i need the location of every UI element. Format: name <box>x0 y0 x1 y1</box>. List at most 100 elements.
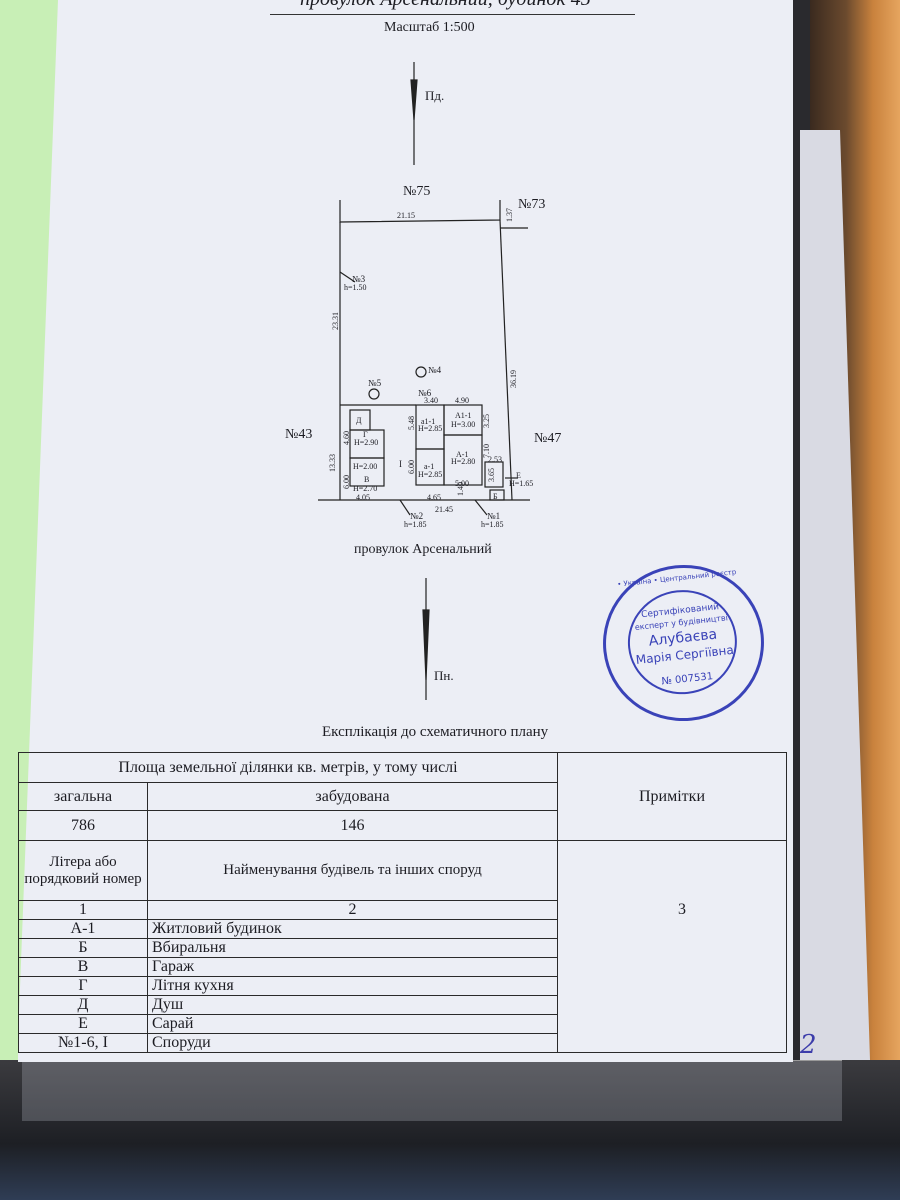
col-letter-header: Літера або порядковий номер <box>18 840 148 901</box>
dim-253: 2.53 <box>488 455 502 464</box>
south-arrow-head <box>422 609 430 681</box>
leader-n1 <box>474 499 488 516</box>
dim-140: 1.40 <box>456 482 465 496</box>
building-e-height: Н=1.65 <box>509 479 533 488</box>
building-a11-height: Н=3.00 <box>451 420 475 429</box>
explication-title: Експлікація до схематичного плану <box>322 724 549 740</box>
building-a1b-height: Н=2.85 <box>418 470 442 479</box>
dim-top: 21.15 <box>397 211 415 220</box>
neighbor-left: №43 <box>285 427 312 442</box>
index-2: 2 <box>147 900 558 920</box>
document-title: провулок Арсенальний, будинок 45 <box>300 0 591 11</box>
table-row: Д Душ <box>18 995 787 1015</box>
south-label: Пн. <box>434 668 454 683</box>
area-header: Площа земельної ділянки кв. метрів, у то… <box>18 752 558 783</box>
col-total-header: загальна <box>18 782 148 811</box>
north-label: Пд. <box>425 88 444 103</box>
mark-n4: №4 <box>428 365 442 375</box>
explication-table: Площа земельної ділянки кв. метрів, у то… <box>18 752 787 1053</box>
plot-right-edge <box>499 219 513 501</box>
dim-left-lower: 13.33 <box>328 454 337 472</box>
mark-roman-i: I <box>399 459 402 469</box>
mark-n3: №3 <box>352 274 366 284</box>
building-a1-height: Н=2.80 <box>451 457 475 466</box>
dim-top-right: 1.37 <box>505 208 514 222</box>
dim-325: 3.25 <box>482 414 491 428</box>
row-letter: №1-6, І <box>18 1033 148 1053</box>
dim-460: 4.60 <box>342 431 351 445</box>
row-letter: Е <box>18 1014 148 1034</box>
mark-n1-height: h=1.85 <box>481 520 504 529</box>
row-letter: Г <box>18 976 148 996</box>
row-name: Сарай <box>147 1014 558 1034</box>
mark-n6: №6 <box>418 388 432 398</box>
dim-600a: 6.00 <box>407 460 416 474</box>
building-e <box>484 461 504 488</box>
dim-465: 4.65 <box>427 493 441 502</box>
notes-header: Примітки <box>557 752 787 841</box>
dim-bottom: 21.45 <box>435 505 453 514</box>
mark-n3-height: h=1.50 <box>344 283 367 292</box>
building-b <box>489 489 505 501</box>
building-a1a-height: Н=2.85 <box>418 424 442 433</box>
building-v-height-a: Н=2.00 <box>353 462 377 471</box>
building-a-1-small <box>415 448 445 486</box>
notes-cell <box>557 840 787 1053</box>
handwritten-page-number: 2 <box>800 1030 817 1060</box>
leader-n3 <box>339 271 356 283</box>
building-d-label: Д <box>356 416 362 425</box>
index-1: 1 <box>18 900 148 920</box>
mark-n1: №1 <box>487 511 500 521</box>
dim-548: 5.48 <box>407 416 416 430</box>
row-letter: Б <box>18 938 148 958</box>
mark-n2-height: h=1.85 <box>404 520 427 529</box>
col-name-header: Найменування будівель та інших споруд <box>147 840 558 901</box>
dim-left: 23.31 <box>331 312 340 330</box>
dim-490: 4.90 <box>455 396 469 405</box>
plot-top-edge <box>339 200 501 223</box>
building-e-label: Е <box>516 471 521 480</box>
row-name: Літня кухня <box>147 976 558 996</box>
building-a11-label: А1-1 <box>455 411 471 420</box>
building-v <box>349 457 385 487</box>
building-g-height: Н=2.90 <box>354 438 378 447</box>
mark-n4-circle <box>415 366 427 378</box>
building-a1-label: А-1 <box>456 450 468 459</box>
row-letter: В <box>18 957 148 977</box>
table-row: №1-6, І Споруди <box>18 1033 787 1053</box>
building-v-label: В <box>364 475 369 484</box>
row-name: Вбиральня <box>147 938 558 958</box>
row-letter: Д <box>18 995 148 1015</box>
neighbor-top-right: №73 <box>518 197 545 212</box>
building-a1b-label: а-1 <box>424 462 434 471</box>
neighbor-right: №47 <box>534 431 561 446</box>
built-area-value: 146 <box>147 810 558 841</box>
mark-n2: №2 <box>410 511 423 521</box>
dim-340: 3.40 <box>424 396 438 405</box>
neighbor-top: №75 <box>403 184 430 199</box>
dim-365: 3.65 <box>487 468 496 482</box>
row-name: Житловий будинок <box>147 919 558 939</box>
dim-right: 36.19 <box>509 370 518 388</box>
building-a1a-label: а1-1 <box>421 417 435 426</box>
building-g-label: Г <box>363 430 368 439</box>
street-label: провулок Арсенальний <box>354 542 492 557</box>
scale-label: Масштаб 1:500 <box>384 20 475 35</box>
dim-710: 7.10 <box>482 444 491 458</box>
site-plan: Пд. Пн. №75 №73 №43 №47 провулок Арсенал… <box>285 62 561 700</box>
north-arrow-head <box>410 79 418 121</box>
building-v-height-b: Н=2.70 <box>353 484 377 493</box>
building-b-label: Б <box>493 492 498 501</box>
dim-600b: 6.00 <box>342 475 351 489</box>
row-name: Споруди <box>147 1033 558 1053</box>
mark-n5-circle <box>368 388 380 400</box>
index-3: 3 <box>678 901 686 918</box>
dim-405: 4.05 <box>356 493 370 502</box>
plastic-sleeve <box>22 1060 842 1121</box>
dim-500: 5.00 <box>455 479 469 488</box>
row-name: Гараж <box>147 957 558 977</box>
title-underline <box>270 14 635 15</box>
row-letter: А-1 <box>18 919 148 939</box>
total-area-value: 786 <box>18 810 148 841</box>
col-built-header: забудована <box>147 782 558 811</box>
